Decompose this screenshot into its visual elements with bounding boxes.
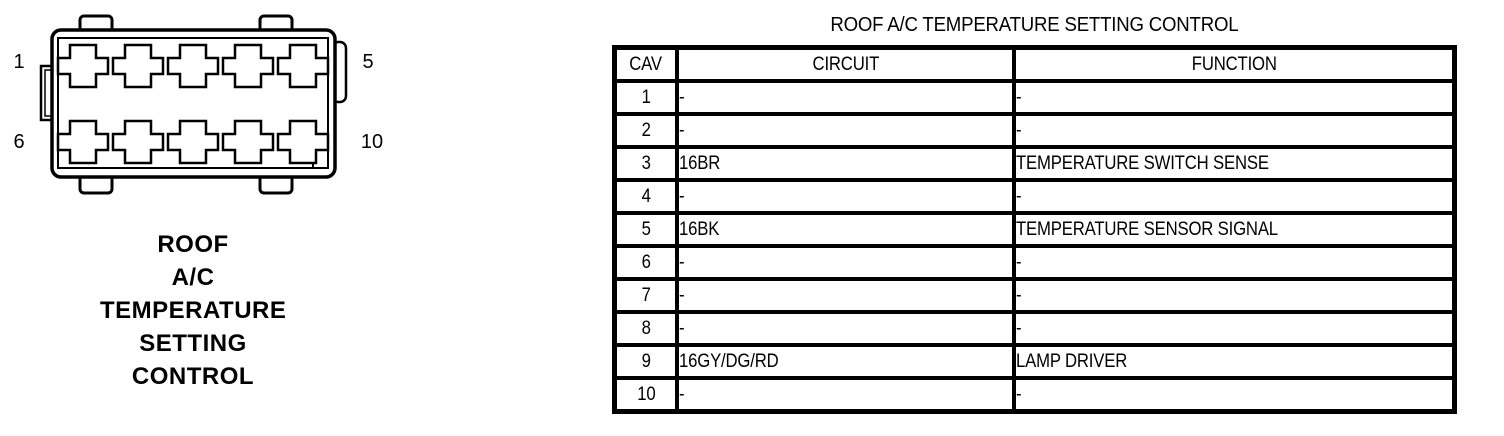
circuit-value: -: [678, 119, 685, 141]
function-cell: -: [1012, 310, 1457, 347]
caption-line: TEMPERATURE: [100, 297, 287, 324]
function-cell: -: [1012, 244, 1457, 281]
circuit-cell: -: [674, 277, 1017, 314]
circuit-cell: -: [674, 112, 1017, 149]
function-cell: LAMP DRIVER: [1012, 343, 1457, 380]
circuit-value: -: [678, 284, 685, 306]
table-row: 8 - -: [612, 310, 1457, 347]
circuit-value: 16BK: [678, 218, 719, 240]
circuit-cell: -: [674, 244, 1017, 281]
function-value: -: [1016, 383, 1022, 405]
function-value: TEMPERATURE SWITCH SENSE: [1016, 152, 1270, 174]
table-header-row: CAV CIRCUIT FUNCTION: [612, 45, 1457, 83]
circuit-value: -: [678, 86, 685, 108]
cav-cell: 6: [612, 244, 679, 281]
table-row: 5 16BK TEMPERATURE SENSOR SIGNAL: [612, 211, 1457, 248]
cav-value: 2: [641, 119, 651, 141]
table-title-text: ROOF A/C TEMPERATURE SETTING CONTROL: [830, 14, 1239, 36]
cav-cell: 9: [612, 343, 679, 380]
table-row: 10 - -: [612, 376, 1457, 414]
function-cell: TEMPERATURE SENSOR SIGNAL: [1012, 211, 1457, 248]
cav-value: 3: [641, 152, 651, 174]
function-value: -: [1016, 185, 1022, 207]
column-header-function: FUNCTION: [1012, 45, 1457, 83]
function-cell: -: [1012, 376, 1457, 414]
function-value: TEMPERATURE SENSOR SIGNAL: [1016, 218, 1279, 240]
pinout-table: CAV CIRCUIT FUNCTION 1 - - 2 - - 3 16BR …: [612, 45, 1457, 414]
table-row: 4 - -: [612, 178, 1457, 215]
cav-value: 1: [641, 86, 651, 108]
column-header-function-label: FUNCTION: [1191, 53, 1277, 75]
circuit-cell: 16GY/DG/RD: [674, 343, 1017, 380]
circuit-value: 16BR: [678, 152, 720, 174]
function-value: -: [1016, 317, 1022, 339]
function-value: -: [1016, 119, 1022, 141]
circuit-cell: -: [674, 79, 1017, 116]
cav-value: 10: [636, 383, 656, 405]
column-header-cav-label: CAV: [629, 53, 663, 75]
cav-value: 7: [641, 284, 651, 306]
table-row: 6 - -: [612, 244, 1457, 281]
cav-value: 6: [641, 251, 651, 273]
table-row: 3 16BR TEMPERATURE SWITCH SENSE: [612, 145, 1457, 182]
circuit-value: -: [678, 251, 685, 273]
circuit-cell: -: [674, 376, 1017, 414]
cav-cell: 4: [612, 178, 679, 215]
function-cell: -: [1012, 178, 1457, 215]
table-row: 2 - -: [612, 112, 1457, 149]
table-row: 7 - -: [612, 277, 1457, 314]
circuit-cell: -: [674, 310, 1017, 347]
connector-inner-wall: [57, 37, 329, 169]
function-cell: -: [1012, 79, 1457, 116]
pin-label-1: 1: [13, 51, 24, 73]
circuit-cell: 16BK: [674, 211, 1017, 248]
connector-caption: ROOF A/C TEMPERATURE SETTING CONTROL: [100, 228, 286, 393]
function-value: -: [1016, 86, 1022, 108]
caption-line: A/C: [171, 264, 215, 291]
circuit-value: -: [678, 317, 685, 339]
function-value: -: [1016, 284, 1022, 306]
cav-cell: 3: [612, 145, 679, 182]
circuit-cell: 16BR: [674, 145, 1017, 182]
cav-value: 5: [641, 218, 651, 240]
cav-cell: 7: [612, 277, 679, 314]
function-value: -: [1016, 251, 1022, 273]
circuit-value: -: [678, 185, 685, 207]
column-header-circuit: CIRCUIT: [674, 45, 1017, 83]
column-header-cav: CAV: [612, 45, 679, 83]
caption-line: SETTING: [139, 330, 247, 357]
function-value: LAMP DRIVER: [1016, 350, 1128, 372]
function-cell: -: [1012, 112, 1457, 149]
cav-value: 9: [641, 350, 651, 372]
cav-cell: 10: [612, 376, 679, 414]
circuit-value: 16GY/DG/RD: [678, 350, 779, 372]
table-row: 1 - -: [612, 79, 1457, 116]
connector-diagram: 1 5 6 10: [13, 14, 383, 195]
function-cell: -: [1012, 277, 1457, 314]
cav-value: 8: [641, 317, 651, 339]
table-title: ROOF A/C TEMPERATURE SETTING CONTROL: [612, 14, 1457, 37]
cav-cell: 5: [612, 211, 679, 248]
pin-label-6: 6: [13, 131, 24, 153]
cav-cell: 2: [612, 112, 679, 149]
column-header-circuit-label: CIRCUIT: [812, 53, 879, 75]
table-row: 9 16GY/DG/RD LAMP DRIVER: [612, 343, 1457, 380]
circuit-cell: -: [674, 178, 1017, 215]
caption-line: ROOF: [157, 231, 229, 258]
pin-label-5: 5: [362, 51, 373, 73]
pin-label-10: 10: [361, 131, 383, 153]
cav-cell: 8: [612, 310, 679, 347]
cav-value: 4: [641, 185, 651, 207]
circuit-value: -: [678, 383, 685, 405]
cav-cell: 1: [612, 79, 679, 116]
function-cell: TEMPERATURE SWITCH SENSE: [1012, 145, 1457, 182]
caption-line: CONTROL: [131, 363, 255, 390]
